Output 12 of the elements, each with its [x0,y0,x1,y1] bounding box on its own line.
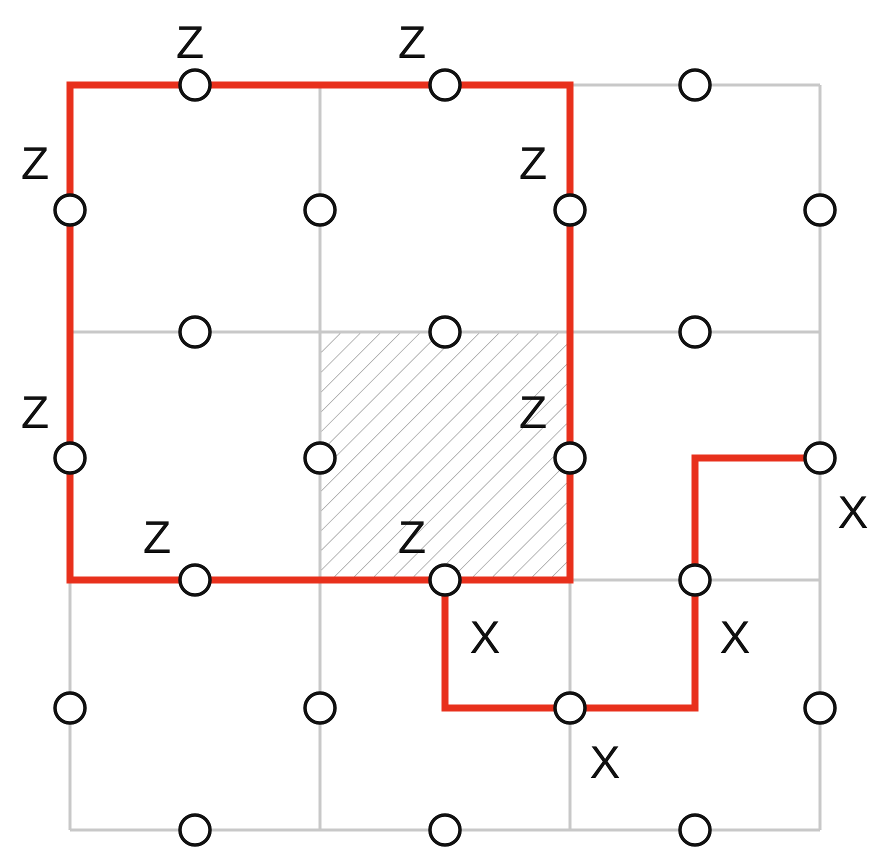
operator-label: X [838,489,868,535]
operator-label: Z [518,389,548,435]
operator-label: Z [518,140,548,186]
operator-label: Z [20,140,50,186]
operator-label: Z [398,514,426,560]
operator-label: Z [142,514,172,560]
operator-label: X [470,614,500,660]
operator-label: Z [20,389,50,435]
operator-label: Z [398,19,426,65]
operator-label: X [590,739,620,785]
operator-label: Z [176,19,204,65]
operator-label: X [720,614,750,660]
